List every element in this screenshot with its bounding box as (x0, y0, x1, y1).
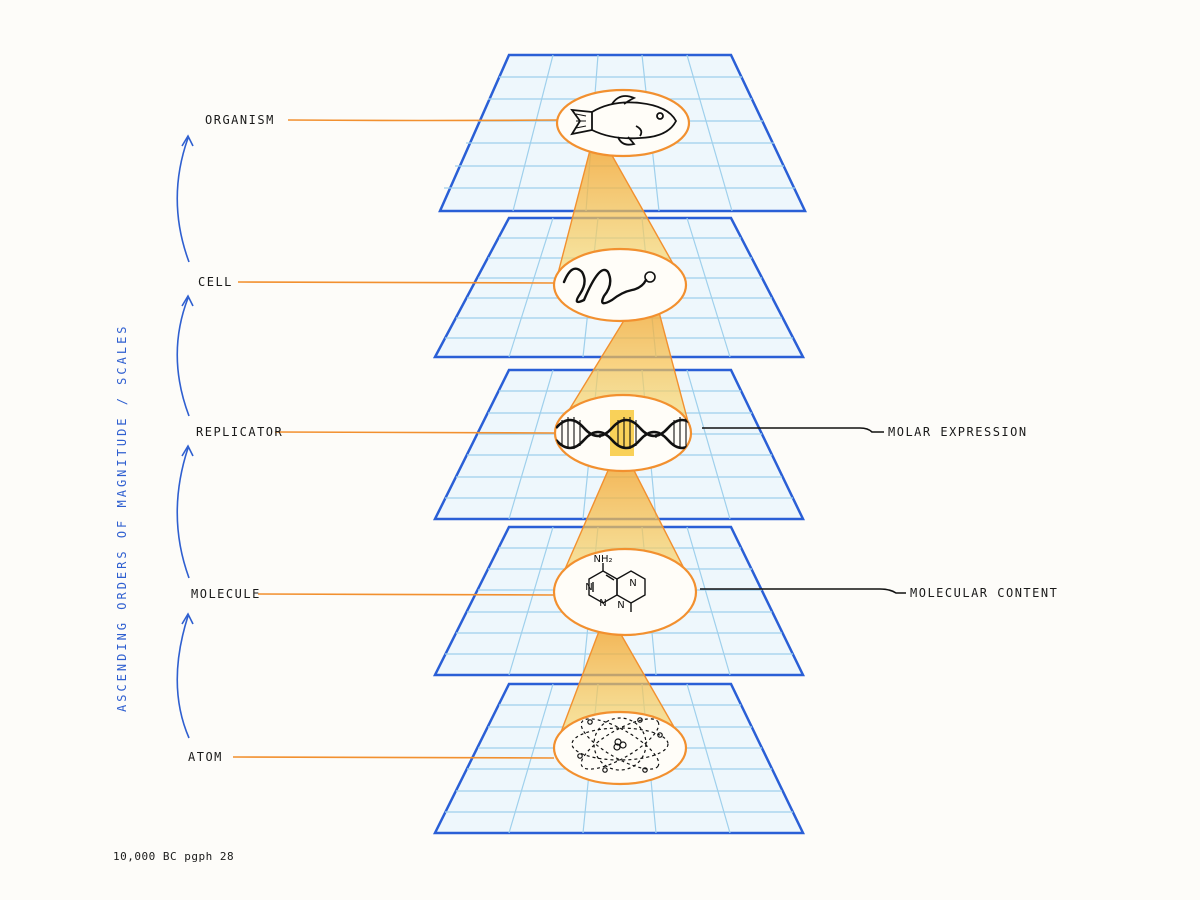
nitrogen-label-4: N (629, 578, 636, 589)
annotation-lines (700, 427, 906, 594)
side-label-ascending-scales: ASCENDING ORDERS OF MAGNITUDE / SCALES (115, 323, 129, 712)
arrow-replicator-to-cell (176, 297, 190, 417)
lens-organism (555, 88, 691, 158)
leader-atom (232, 756, 555, 759)
lens-atom (552, 710, 688, 786)
atom-icon (571, 717, 669, 771)
cone-atom-molecule (555, 610, 686, 748)
lens-replicator (553, 393, 693, 473)
leader-lines (232, 119, 558, 759)
amine-group-label: NH₂ (593, 554, 612, 565)
molecule-structure-icon (588, 563, 646, 612)
leader-organism (287, 119, 558, 122)
annotation-molar-expression: MOLAR EXPRESSION (888, 425, 1028, 439)
fish-icon (570, 95, 678, 146)
label-organism: ORGANISM (205, 113, 275, 127)
ascending-arrows (176, 134, 194, 739)
nitrogen-label-2: N (599, 598, 606, 609)
annotation-line-molecular (700, 588, 906, 594)
leader-replicator (274, 431, 556, 434)
label-molecule: MOLECULE (191, 587, 261, 601)
annotation-molecular-content: MOLECULAR CONTENT (910, 586, 1058, 600)
arrow-cell-to-organism (176, 137, 190, 263)
lens-molecule: NH₂ N N N N (552, 547, 698, 637)
label-replicator: REPLICATOR (196, 425, 283, 439)
cone-cell-organism (555, 127, 685, 285)
label-cell: CELL (198, 275, 233, 289)
cell-icon (562, 267, 656, 305)
arrow-molecule-to-replicator (176, 447, 190, 579)
arrow-atom-to-molecule (176, 615, 190, 739)
cone-replicator-cell (555, 278, 691, 433)
nitrogen-label-1: N (585, 582, 592, 593)
lens-cell (552, 247, 688, 323)
annotation-line-molar (702, 427, 884, 433)
nitrogen-label-3: N (617, 600, 624, 611)
leader-cell (237, 281, 555, 284)
label-atom: ATOM (188, 750, 223, 764)
atom-nucleus (577, 717, 663, 773)
leader-molecule (257, 593, 555, 596)
dna-helix-icon (555, 417, 691, 450)
footer-reference: 10,000 BC pgph 28 (113, 850, 234, 863)
